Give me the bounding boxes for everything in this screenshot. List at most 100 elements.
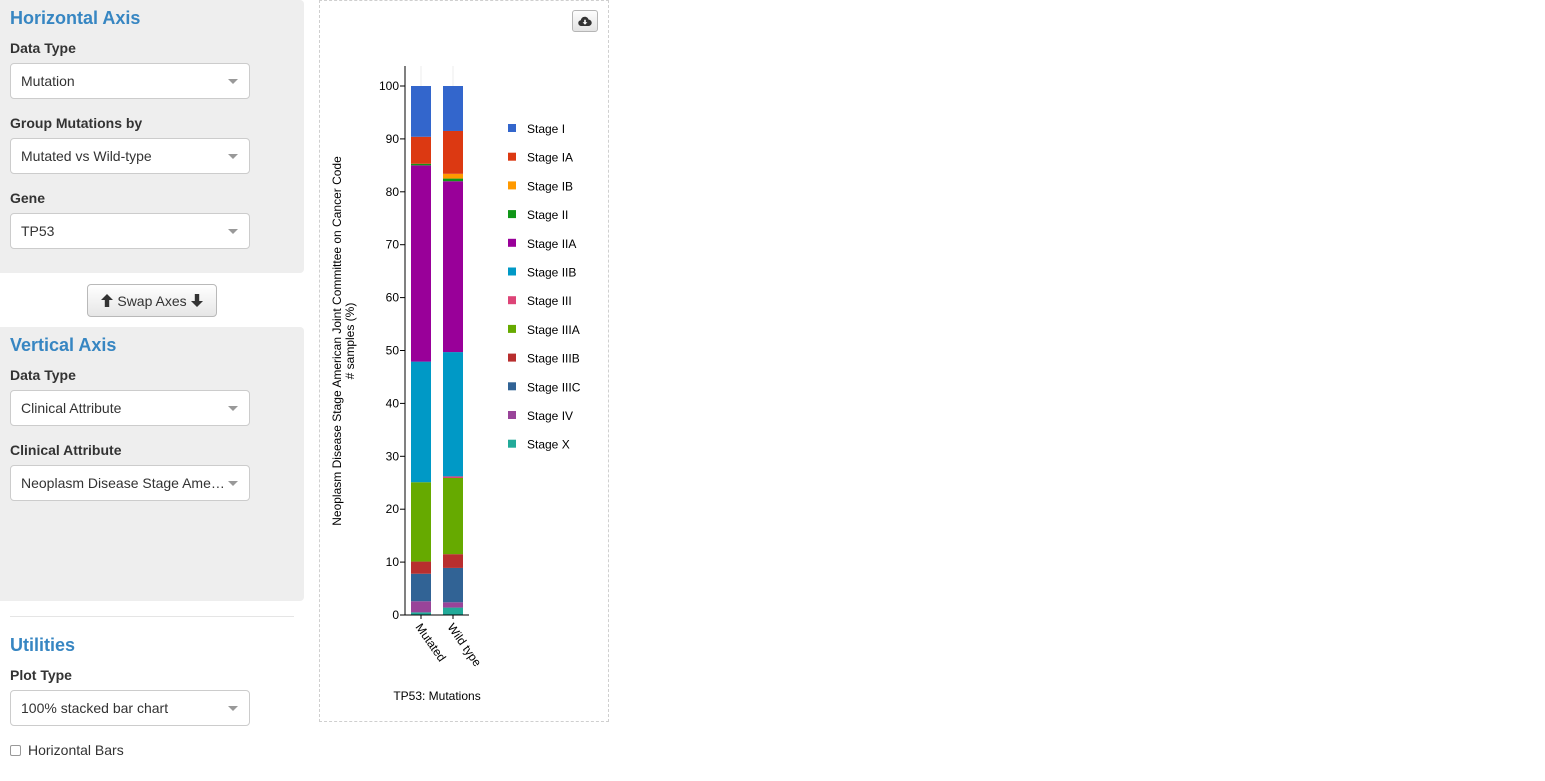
bar-segment-stage-x-mutated[interactable] bbox=[411, 612, 431, 615]
utilities-title: Utilities bbox=[10, 635, 76, 655]
legend-swatch bbox=[508, 267, 516, 276]
chevron-down-icon bbox=[228, 406, 238, 411]
horizontal-bars-option[interactable]: Horizontal Bars bbox=[10, 742, 124, 758]
bar-segment-stage-iiia-mutated[interactable] bbox=[411, 482, 431, 562]
stacked-bar-chart: Neoplasm Disease Stage American Joint Co… bbox=[330, 66, 581, 703]
clinical-attribute-label: Clinical Attribute bbox=[10, 442, 122, 458]
legend-swatch bbox=[508, 411, 516, 419]
v-data-type-label: Data Type bbox=[10, 367, 76, 383]
h-data-type-value: Mutation bbox=[21, 73, 75, 89]
bar-segment-stage-iiic-mutated[interactable] bbox=[411, 573, 431, 602]
legend-label[interactable]: Stage IIIA bbox=[527, 323, 580, 337]
chevron-down-icon bbox=[228, 706, 238, 711]
plot-type-value: 100% stacked bar chart bbox=[21, 700, 169, 716]
y-tick-label: 50 bbox=[386, 344, 400, 358]
y-tick-label: 80 bbox=[386, 185, 400, 199]
bar-segment-stage-iia-wild-type[interactable] bbox=[443, 181, 463, 353]
legend-label[interactable]: Stage III bbox=[527, 294, 572, 308]
group-mutations-value: Mutated vs Wild-type bbox=[21, 148, 152, 164]
group-mutations-label: Group Mutations by bbox=[10, 115, 143, 131]
legend-label[interactable]: Stage I bbox=[527, 122, 565, 136]
swap-axes-button[interactable]: Swap Axes bbox=[87, 284, 217, 317]
y-tick-label: 40 bbox=[386, 396, 400, 410]
h-data-type-label: Data Type bbox=[10, 40, 76, 56]
horizontal-axis-panel: Horizontal Axis Data Type Mutation Group… bbox=[0, 0, 304, 273]
y-axis-title-line1: Neoplasm Disease Stage American Joint Co… bbox=[330, 156, 344, 526]
h-data-type-select[interactable]: Mutation bbox=[10, 63, 250, 99]
gene-select[interactable]: TP53 bbox=[10, 213, 250, 249]
group-mutations-select[interactable]: Mutated vs Wild-type bbox=[10, 138, 250, 174]
bar-segment-stage-ii-wild-type[interactable] bbox=[443, 178, 463, 182]
bar-segment-stage-iiia-wild-type[interactable] bbox=[443, 477, 463, 555]
download-button[interactable] bbox=[572, 10, 598, 32]
bar-segment-stage-iv-mutated[interactable] bbox=[411, 601, 431, 613]
bar-segment-stage-i-wild-type[interactable] bbox=[443, 86, 463, 131]
x-axis-title: TP53: Mutations bbox=[393, 689, 480, 703]
horizontal-bars-label: Horizontal Bars bbox=[28, 742, 124, 758]
plot-type-select[interactable]: 100% stacked bar chart bbox=[10, 690, 250, 726]
chevron-down-icon bbox=[228, 481, 238, 486]
arrow-down-icon bbox=[190, 294, 203, 307]
v-data-type-select[interactable]: Clinical Attribute bbox=[10, 390, 250, 426]
bar-segment-stage-ia-wild-type[interactable] bbox=[443, 130, 463, 174]
vertical-axis-panel: Vertical Axis Data Type Clinical Attribu… bbox=[0, 327, 304, 601]
y-tick-label: 20 bbox=[386, 502, 400, 516]
legend-swatch bbox=[508, 124, 516, 132]
legend-label[interactable]: Stage IV bbox=[527, 409, 573, 423]
plot-container bbox=[319, 0, 609, 722]
v-data-type-value: Clinical Attribute bbox=[21, 400, 122, 416]
bar-segment-stage-iv-wild-type[interactable] bbox=[443, 602, 463, 608]
legend-swatch bbox=[508, 439, 516, 448]
bar-segment-stage-iiib-wild-type[interactable] bbox=[443, 554, 463, 568]
gene-value: TP53 bbox=[21, 223, 55, 239]
legend-swatch bbox=[508, 181, 516, 190]
arrow-up-icon bbox=[101, 294, 114, 307]
swap-axes-label: Swap Axes bbox=[117, 292, 187, 309]
legend-label[interactable]: Stage IB bbox=[527, 179, 573, 193]
legend-swatch bbox=[508, 382, 516, 391]
bar-segment-stage-ii-mutated[interactable] bbox=[411, 163, 431, 166]
y-tick-label: 30 bbox=[386, 449, 400, 463]
y-axis-title: Neoplasm Disease Stage American Joint Co… bbox=[330, 156, 357, 526]
legend-label[interactable]: Stage IIIB bbox=[527, 352, 580, 366]
clinical-attribute-select[interactable]: Neoplasm Disease Stage American Joint Co… bbox=[10, 465, 250, 501]
cloud-download-icon bbox=[578, 16, 592, 26]
horizontal-axis-title: Horizontal Axis bbox=[10, 8, 141, 28]
bar-segment-stage-ia-mutated[interactable] bbox=[411, 136, 431, 164]
legend-swatch bbox=[508, 353, 516, 362]
chevron-down-icon bbox=[228, 154, 238, 159]
bar-segment-stage-iiic-wild-type[interactable] bbox=[443, 567, 463, 603]
legend-swatch bbox=[508, 210, 516, 219]
bar-segment-stage-iiib-mutated[interactable] bbox=[411, 561, 431, 574]
legend-label[interactable]: Stage IIA bbox=[527, 237, 576, 251]
bar-segment-stage-iib-mutated[interactable] bbox=[411, 361, 431, 483]
plot-type-label: Plot Type bbox=[10, 667, 72, 683]
bar-segment-stage-iia-mutated[interactable] bbox=[411, 165, 431, 362]
y-tick-label: 10 bbox=[386, 555, 400, 569]
legend-label[interactable]: Stage IIIC bbox=[527, 380, 581, 394]
legend-swatch bbox=[508, 296, 516, 305]
y-axis-title-line2: # samples (%) bbox=[343, 303, 357, 380]
bar-segment-stage-x-wild-type[interactable] bbox=[443, 607, 463, 615]
y-tick-label: 100 bbox=[379, 79, 399, 93]
legend-label[interactable]: Stage II bbox=[527, 208, 568, 222]
bar-segment-stage-iib-wild-type[interactable] bbox=[443, 352, 463, 477]
y-tick-label: 70 bbox=[386, 238, 400, 252]
legend-swatch bbox=[508, 238, 516, 247]
legend-label[interactable]: Stage IIB bbox=[527, 266, 576, 280]
gene-label: Gene bbox=[10, 190, 46, 206]
legend-label[interactable]: Stage X bbox=[527, 438, 570, 452]
bar-segment-stage-ib-wild-type[interactable] bbox=[443, 173, 463, 179]
x-tick-label: Mutated bbox=[413, 621, 449, 665]
chevron-down-icon bbox=[228, 79, 238, 84]
y-tick-label: 0 bbox=[392, 608, 399, 622]
bar-segment-stage-iii-wild-type[interactable] bbox=[443, 476, 463, 478]
horizontal-bars-checkbox[interactable] bbox=[10, 744, 21, 756]
chevron-down-icon bbox=[228, 229, 238, 234]
y-tick-label: 90 bbox=[386, 132, 400, 146]
legend-label[interactable]: Stage IA bbox=[527, 151, 573, 165]
clinical-attribute-value: Neoplasm Disease Stage American Joint Co… bbox=[21, 475, 226, 491]
legend-swatch bbox=[508, 152, 516, 161]
bar-segment-stage-i-mutated[interactable] bbox=[411, 86, 431, 137]
x-tick-label: Wild type bbox=[445, 621, 485, 670]
